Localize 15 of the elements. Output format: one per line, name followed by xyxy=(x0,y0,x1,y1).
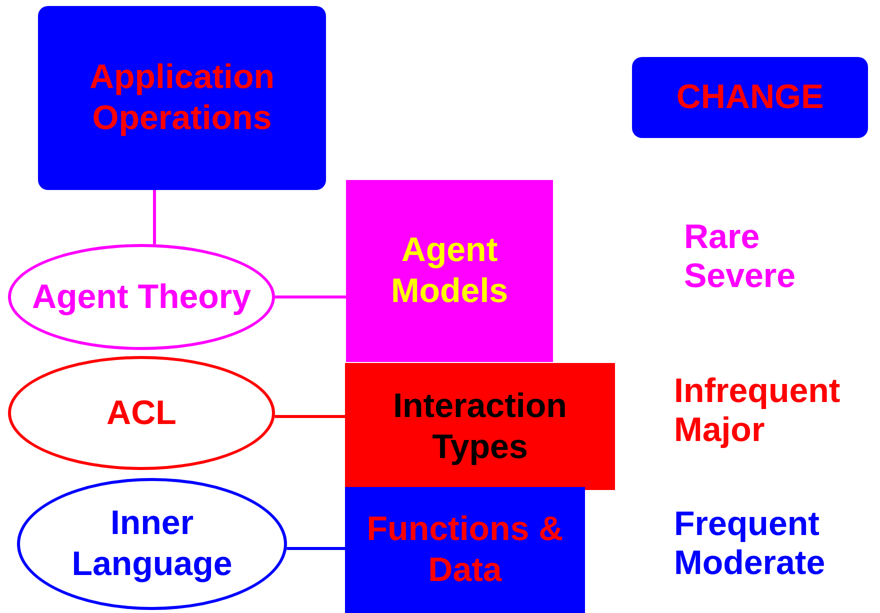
connector-line xyxy=(153,190,156,244)
process-box: Application Operations xyxy=(38,6,326,190)
change-level-text: Infrequent Major xyxy=(674,372,842,450)
connector-line xyxy=(274,415,345,418)
change-level-text: Rare Severe xyxy=(684,218,797,296)
change-level-text: Frequent Moderate xyxy=(674,505,826,584)
layer-ellipse: Inner Language xyxy=(17,478,287,610)
connector-line xyxy=(275,296,346,298)
layer-box: Interaction Types xyxy=(345,363,615,490)
layer-box: Functions & Data xyxy=(345,487,585,613)
heading-box: CHANGE xyxy=(632,57,868,138)
layer-ellipse: ACL xyxy=(8,356,275,470)
layer-ellipse: Agent Theory xyxy=(8,244,275,350)
layer-box: Agent Models xyxy=(346,180,553,362)
connector-line xyxy=(286,547,345,550)
